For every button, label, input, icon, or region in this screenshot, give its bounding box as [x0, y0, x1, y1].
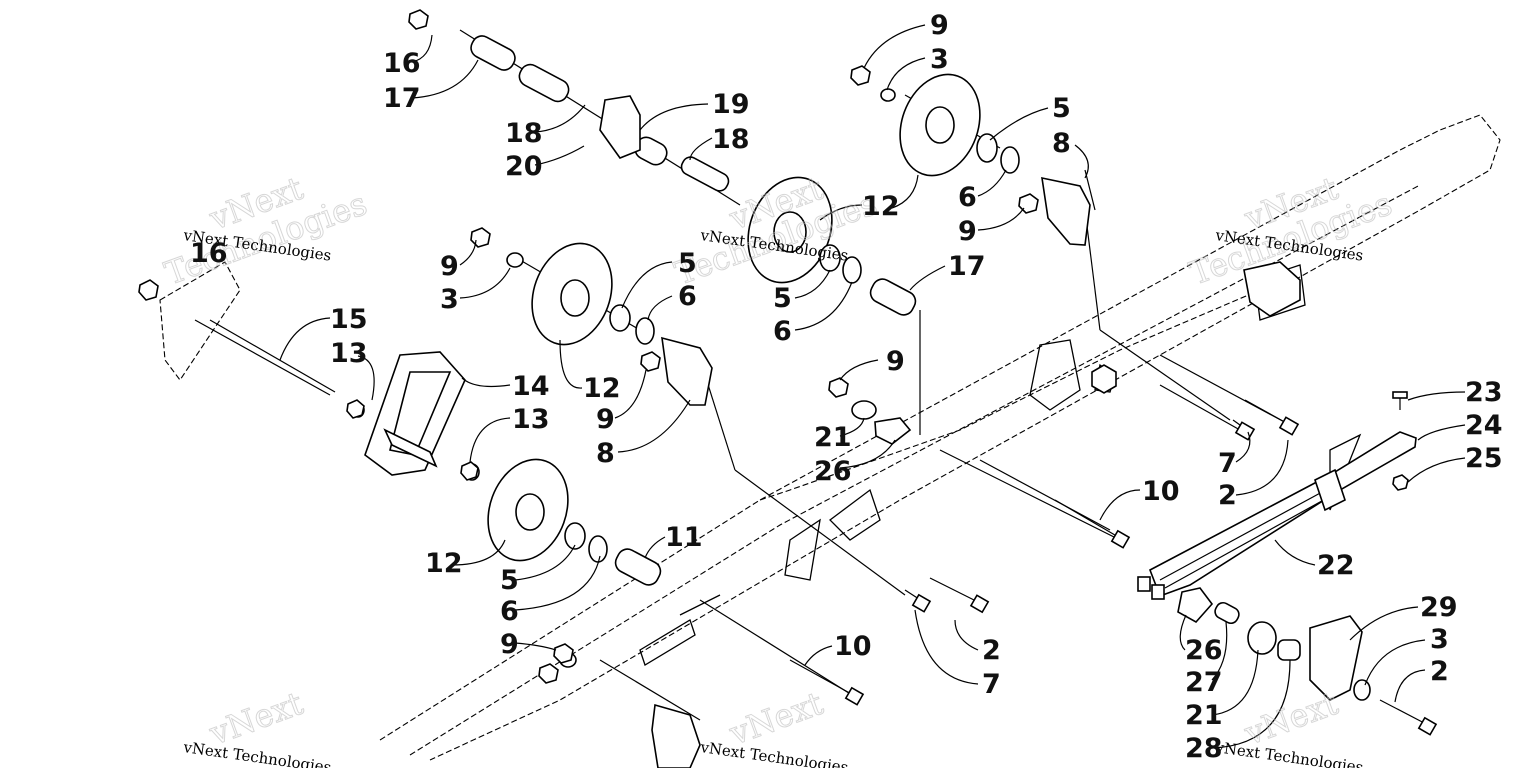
callout-18-left: 18	[505, 118, 543, 149]
callout-29: 29	[1420, 592, 1458, 623]
brackets	[364, 95, 1363, 768]
callout-17-top: 17	[383, 83, 421, 114]
callout-8-top-right: 8	[1052, 128, 1071, 159]
callout-8-lower-left: 8	[596, 438, 615, 469]
callout-20: 20	[505, 151, 543, 182]
callout-14: 14	[512, 371, 550, 402]
callout-9-lower-left: 9	[596, 404, 615, 435]
callout-11: 11	[665, 522, 703, 553]
callout-27: 27	[1185, 667, 1223, 698]
callout-2-right: 2	[1218, 480, 1237, 511]
callout-16-left: 16	[190, 238, 228, 269]
callout-9-bottom: 9	[500, 629, 519, 660]
callout-23: 23	[1465, 377, 1503, 408]
callout-labels: 16 17 18 20 19 18 9 3 5 8 6 9 12 17 5 6 …	[190, 10, 1503, 764]
callout-12-left: 12	[583, 373, 621, 404]
idler-wheel-upper-right	[899, 73, 981, 177]
callout-5-lower: 5	[500, 565, 519, 596]
callout-9-center: 9	[886, 346, 905, 377]
callout-6-left: 6	[678, 281, 697, 312]
small-parts	[351, 35, 1371, 701]
watermark-brand-5: vNext Technologies	[698, 738, 849, 768]
callout-2-bottom: 2	[1430, 656, 1449, 687]
callout-24: 24	[1465, 410, 1503, 441]
watermark-brand-4: vNext Technologies	[181, 738, 332, 768]
callout-5-top-right: 5	[1052, 93, 1071, 124]
callout-18-right: 18	[712, 124, 750, 155]
callout-6-center: 6	[773, 316, 792, 347]
callout-19: 19	[712, 89, 750, 120]
callout-5-left: 5	[678, 248, 697, 279]
callout-2-center: 2	[982, 635, 1001, 666]
callout-16-top: 16	[383, 48, 421, 79]
callout-13-lower: 13	[512, 404, 550, 435]
callout-3-left: 3	[440, 284, 459, 315]
idler-wheel-center	[747, 176, 833, 284]
callout-17-mid: 17	[948, 251, 986, 282]
callout-25: 25	[1465, 443, 1503, 474]
callout-10-center: 10	[834, 631, 872, 662]
callout-10-right: 10	[1142, 476, 1180, 507]
callout-3-top: 3	[930, 44, 949, 75]
callout-9-mid-right: 9	[958, 216, 977, 247]
leader-lines	[279, 24, 1466, 749]
callout-9-left: 9	[440, 251, 459, 282]
watermark-brand-6: vNext Technologies	[1213, 738, 1364, 768]
callout-26-bottom: 26	[1185, 635, 1223, 666]
idler-wheel-lower	[487, 458, 569, 562]
nuts	[138, 9, 1409, 684]
callout-22: 22	[1317, 550, 1355, 581]
callout-13-upper: 13	[330, 338, 368, 369]
callout-5-center: 5	[773, 283, 792, 314]
callout-9-top: 9	[930, 10, 949, 41]
callout-12-center: 12	[862, 191, 900, 222]
callout-21-bottom: 21	[1185, 700, 1223, 731]
callout-21-center: 21	[814, 422, 852, 453]
callout-7-right: 7	[1218, 448, 1237, 479]
callout-6-top-right: 6	[958, 182, 977, 213]
idler-wheel-left	[531, 242, 613, 346]
callout-7-center: 7	[982, 669, 1001, 700]
callout-15: 15	[330, 304, 368, 335]
callout-28: 28	[1185, 733, 1223, 764]
leaf-spring	[1137, 431, 1417, 600]
callout-3-bottom: 3	[1430, 624, 1449, 655]
rail-frame-lower	[379, 114, 1501, 761]
callout-12-lower: 12	[425, 548, 463, 579]
callout-6-lower: 6	[500, 596, 519, 627]
callout-26-center: 26	[814, 456, 852, 487]
